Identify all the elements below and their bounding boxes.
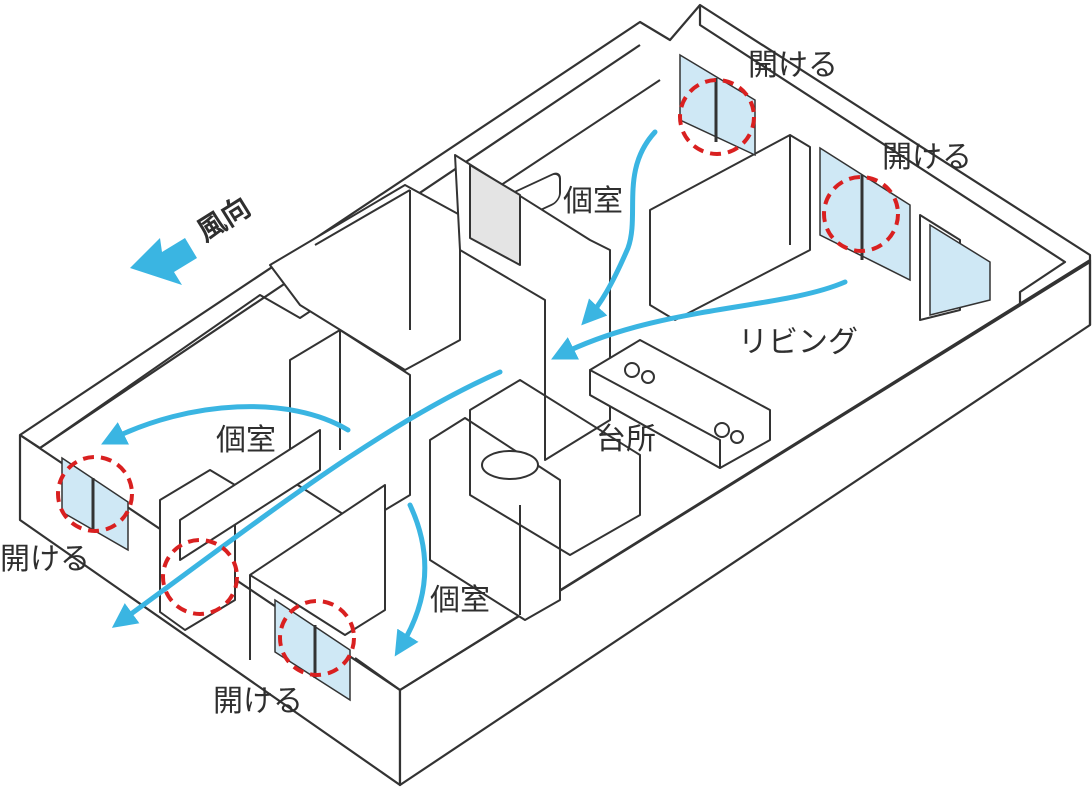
airflow-arrow-living (551, 279, 848, 360)
open-marker-top-right-2 (822, 175, 900, 253)
airflow-arrow-bottom-room (394, 502, 428, 657)
wind-arrow-icon (130, 238, 197, 285)
airflow-arrow-diagonal (111, 369, 503, 628)
open-marker-bottom (278, 599, 356, 677)
room-label-private-bottom: 個室 (430, 583, 490, 618)
window-label-top-right-1: 開ける (748, 48, 838, 83)
room-label-kitchen: 台所 (596, 422, 656, 457)
room-labels: 個室 個室 個室 リビング 台所 (216, 184, 858, 618)
open-markers (56, 78, 900, 677)
window-bottom (274, 598, 351, 702)
airflow-arrow-top (581, 129, 658, 326)
wind-label: 風向 (191, 190, 256, 248)
open-marker-door (161, 538, 239, 616)
airflow-arrow-left-room (101, 404, 351, 445)
windows (61, 53, 991, 702)
open-marker-left (56, 455, 134, 533)
open-marker-top-right-1 (678, 78, 756, 156)
window-top-right-2 (819, 146, 911, 282)
window-right-3 (929, 223, 991, 316)
window-labels: 開ける 開ける 開ける 開ける (0, 48, 972, 719)
airflow-arrows (101, 129, 848, 657)
room-label-private-left: 個室 (216, 423, 276, 458)
window-label-left: 開ける (0, 542, 90, 577)
window-label-bottom: 開ける (213, 684, 303, 719)
room-label-living: リビング (738, 325, 858, 360)
wind-direction: 風向 (130, 190, 256, 285)
room-label-private-top: 個室 (563, 184, 623, 219)
window-label-top-right-2: 開ける (882, 140, 972, 175)
door-panel (469, 164, 521, 266)
